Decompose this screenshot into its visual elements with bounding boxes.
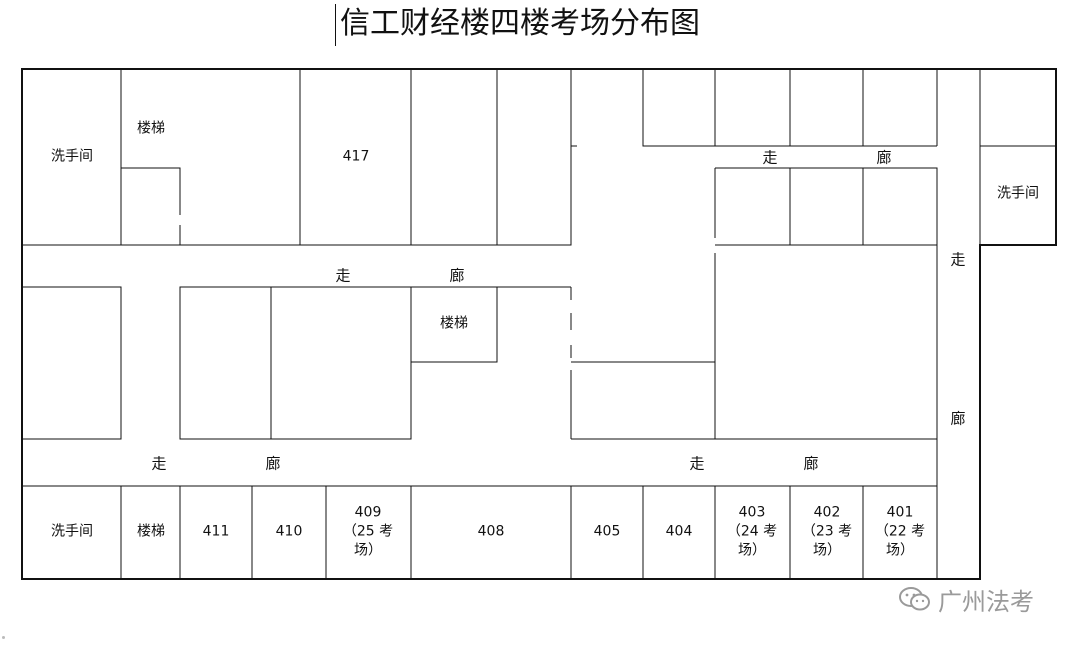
- room-417: [300, 68, 412, 246]
- label-room-411: 411: [202, 523, 230, 540]
- rooms-mid-right-row: [714, 167, 938, 246]
- corridor-mid-lang: 廊: [449, 266, 465, 285]
- label-washroom-left-top: 洗手间: [51, 148, 93, 165]
- corridor-mid-zou: 走: [335, 266, 351, 285]
- room-middle-b: [271, 286, 412, 440]
- room-left-middle: [22, 286, 122, 440]
- label-room-409: 409 （25 考 场）: [342, 504, 394, 559]
- corner-mark: [2, 636, 5, 639]
- label-room-408: 408: [477, 523, 505, 540]
- label-washroom-right: 洗手间: [997, 185, 1039, 202]
- label-room-403: 403 （24 考 场）: [726, 504, 778, 559]
- room-unnamed-top-3: [497, 68, 572, 246]
- corridor-bottom-right-zou: 走: [689, 454, 705, 473]
- watermark-text: 广州法考: [938, 587, 1034, 616]
- label-stairs-left-top: 楼梯: [137, 120, 165, 137]
- rooms-top-right-row: [642, 69, 938, 147]
- stairs-middle-box: [410, 286, 498, 363]
- watermark: 广州法考: [898, 582, 1034, 616]
- label-room-417: 417: [342, 148, 370, 165]
- room-washroom-right: [979, 69, 1056, 245]
- wechat-icon: [899, 587, 930, 611]
- corridor-top-lang: 廊: [876, 148, 892, 167]
- corridor-top-zou: 走: [762, 148, 778, 167]
- label-room-404: 404: [665, 523, 693, 540]
- label-room-405: 405: [593, 523, 621, 540]
- label-stairs-left-bottom: 楼梯: [137, 523, 165, 540]
- corridor-bottom-left-zou: 走: [151, 454, 167, 473]
- corridor-right-zou: 走: [950, 250, 966, 269]
- corridor-bottom-left-lang: 廊: [265, 454, 281, 473]
- label-room-401: 401 （22 考 场）: [874, 504, 926, 559]
- room-unnamed-top-1: [180, 68, 301, 246]
- label-room-410: 410: [275, 523, 303, 540]
- label-stairs-middle: 楼梯: [440, 315, 468, 332]
- label-room-402: 402 （23 考 场）: [801, 504, 853, 559]
- page-title: 信工财经楼四楼考场分布图: [335, 4, 700, 46]
- stairs-left-top-box: [120, 69, 181, 246]
- wall-middle-open: [497, 244, 937, 440]
- room-unnamed-top-2: [411, 68, 498, 246]
- room-middle-a: [179, 286, 272, 440]
- label-washroom-left-bottom: 洗手间: [51, 523, 93, 540]
- corridor-bottom-right-lang: 廊: [803, 454, 819, 473]
- corridor-right-lang: 廊: [950, 409, 966, 428]
- bottom-row-dividers: [120, 486, 864, 579]
